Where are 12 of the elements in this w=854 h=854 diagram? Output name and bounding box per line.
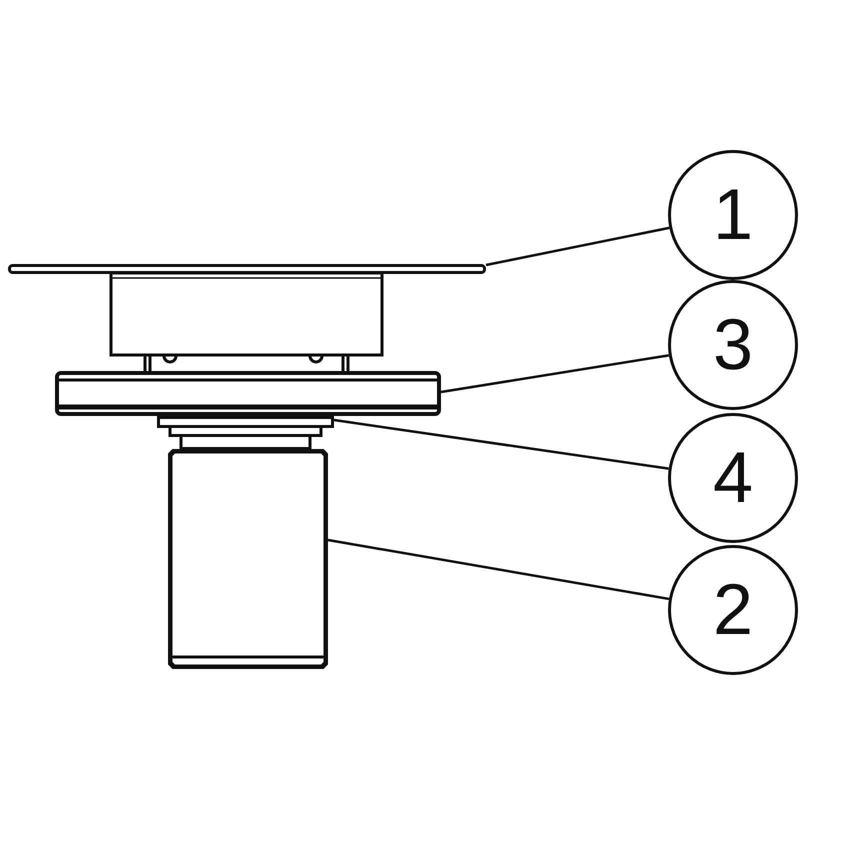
- callout-number: 2: [712, 574, 754, 646]
- callout-number: 4: [712, 442, 754, 514]
- drain-body: [168, 449, 328, 669]
- flange-ring: [55, 371, 441, 416]
- cover-plate: [8, 261, 486, 271]
- leader-line: [486, 226, 670, 266]
- leader-line: [334, 418, 669, 470]
- callout-number: 3: [712, 309, 754, 381]
- leader-line: [440, 354, 670, 394]
- seal-ring: [157, 416, 334, 450]
- leader-line: [328, 538, 670, 600]
- callout-number: 1: [712, 179, 754, 251]
